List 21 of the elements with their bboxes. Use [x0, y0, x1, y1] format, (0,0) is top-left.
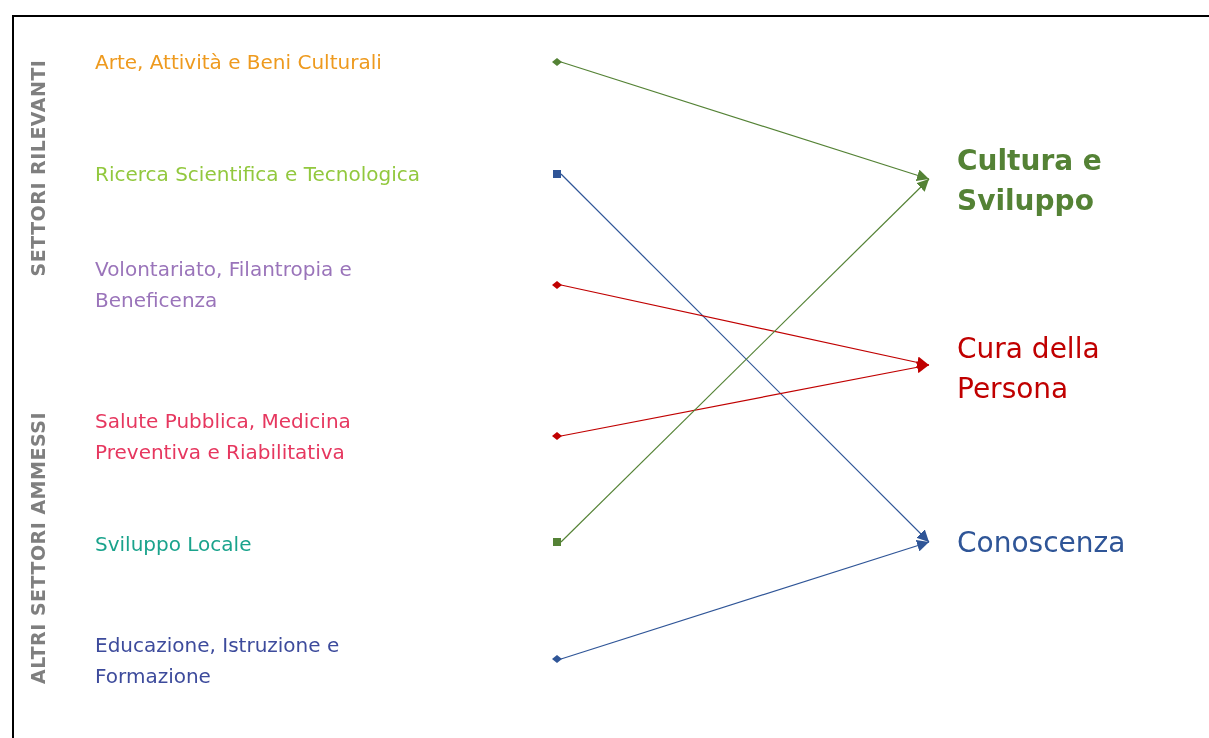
arrow [560, 284, 930, 369]
sector-label: Volontariato, Filantropia e Beneficenza [95, 256, 353, 314]
sector-label: Sviluppo Locale [95, 531, 252, 558]
category-label: Cultura e Sviluppo [957, 141, 1197, 221]
diamond-marker [552, 57, 562, 67]
side-heading: ALTRI SETTORI AMMESSI [27, 412, 49, 684]
sector-label: Arte, Attività e Beni Culturali [95, 49, 382, 76]
diamond-marker [552, 654, 562, 664]
square-marker [552, 537, 562, 547]
category-label: Conoscenza [957, 523, 1197, 563]
arrow [560, 61, 930, 182]
sector-label: Educazione, Istruzione e Formazione [95, 632, 341, 690]
side-heading: SETTORI RILEVANTI [27, 59, 49, 277]
arrow [560, 539, 930, 660]
sector-label: Salute Pubblica, Medicina Preventiva e Riabilitativa [95, 408, 352, 466]
arrow [560, 361, 930, 437]
category-label: Cura della Persona [957, 329, 1197, 409]
square-marker [552, 169, 562, 179]
diamond-marker [552, 431, 562, 441]
sector-label: Ricerca Scientifica e Tecnologica [95, 161, 420, 188]
diamond-marker [552, 280, 562, 290]
